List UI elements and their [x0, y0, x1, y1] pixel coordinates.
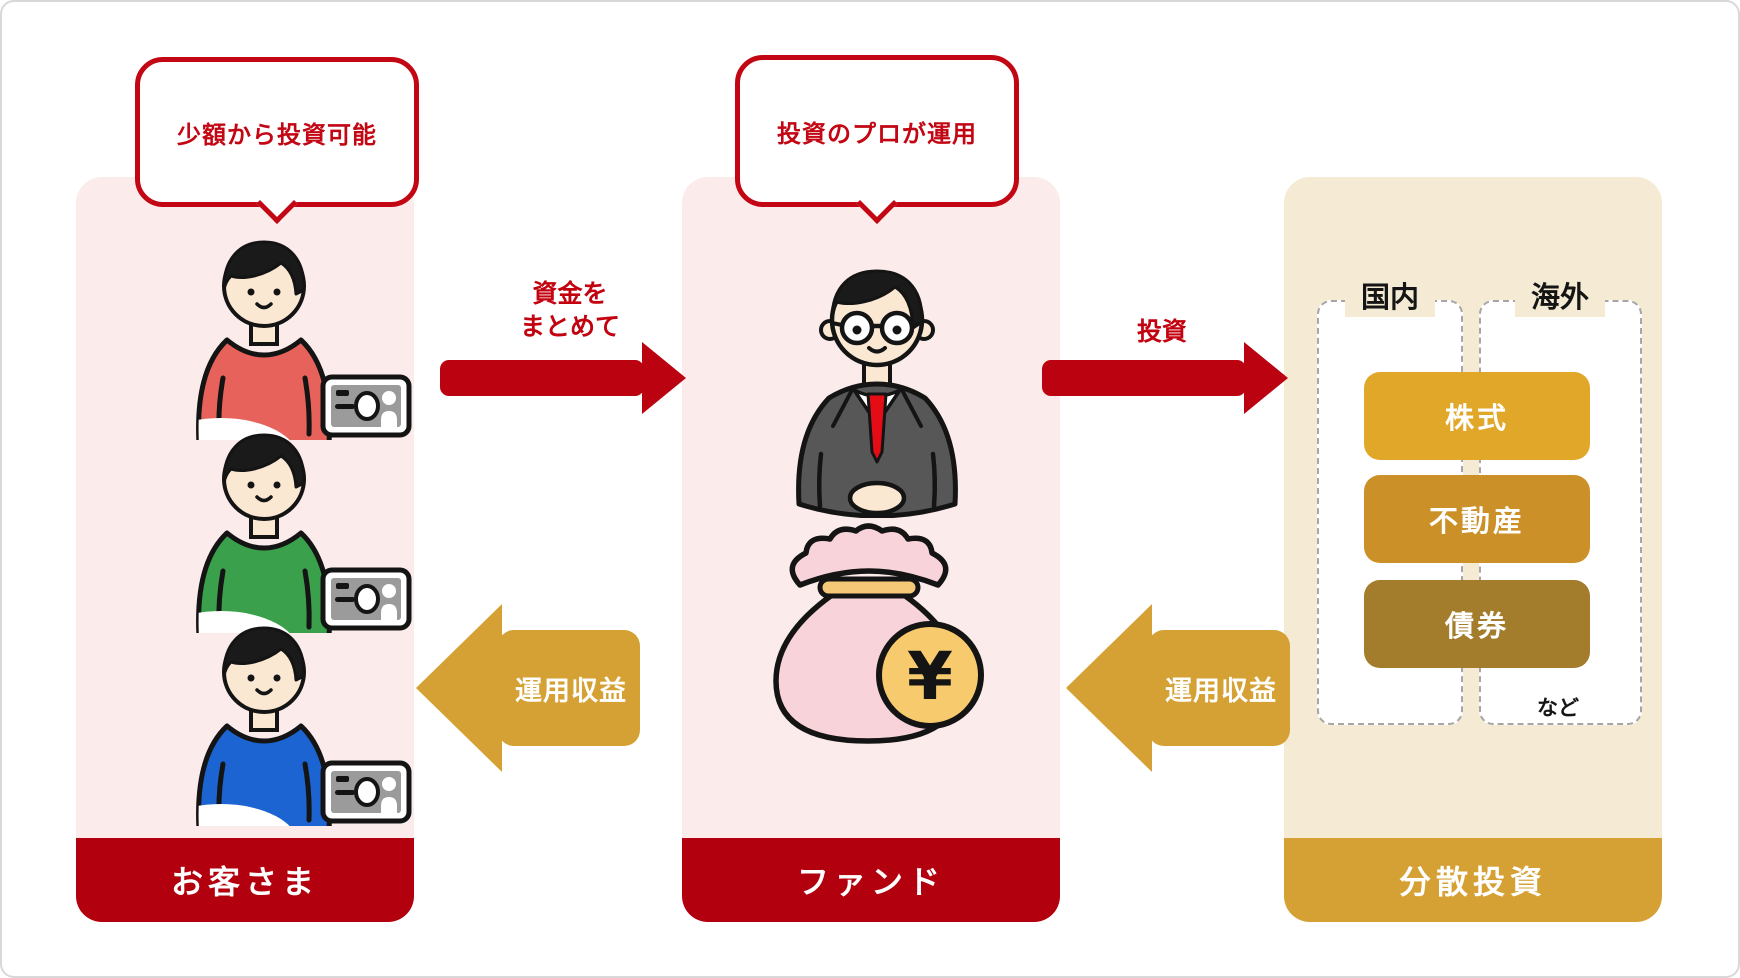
arrow-returns-to-customers-label: 運用収益	[515, 675, 627, 706]
yen-symbol: ¥	[907, 638, 953, 715]
asset-bonds: 債券	[1364, 580, 1590, 668]
panel-customers-footer: お客さま	[76, 838, 414, 922]
arrow-label-line: 資金を	[532, 280, 608, 308]
speech-bubble-small-amount: 少額から投資可能	[135, 57, 419, 225]
money-bag-icon: ¥	[773, 523, 984, 744]
banknote-icon	[320, 567, 412, 631]
arrow-pool-funds-icon	[440, 342, 686, 414]
arrow-label-line: まとめて	[519, 312, 620, 341]
banknote-icon	[320, 374, 412, 438]
asset-real-estate: 不動産	[1364, 475, 1590, 563]
arrow-invest-icon	[1042, 342, 1288, 414]
speech-bubble-pro-managed: 投資のプロが運用	[735, 55, 1019, 225]
region-label-overseas: 海外	[1515, 279, 1605, 317]
panel-fund-footer: ファンド	[682, 838, 1060, 922]
arrow-invest-label: 投資	[1136, 318, 1187, 346]
fund-manager-icon	[796, 269, 958, 518]
arrow-returns-to-fund-label: 運用収益	[1165, 675, 1277, 706]
asset-stocks: 株式	[1364, 372, 1590, 460]
speech-bubble-text: 投資のプロが運用	[777, 120, 977, 148]
speech-bubble-text: 少額から投資可能	[177, 121, 377, 149]
region-label-domestic: 国内	[1345, 279, 1435, 317]
banknote-icon	[320, 760, 412, 824]
etc-label: など	[1537, 697, 1579, 720]
arrow-pool-funds-label: 資金を まとめて	[465, 278, 675, 343]
yen-coin-icon: ¥	[876, 621, 984, 729]
panel-diversification-footer: 分散投資	[1284, 838, 1662, 922]
